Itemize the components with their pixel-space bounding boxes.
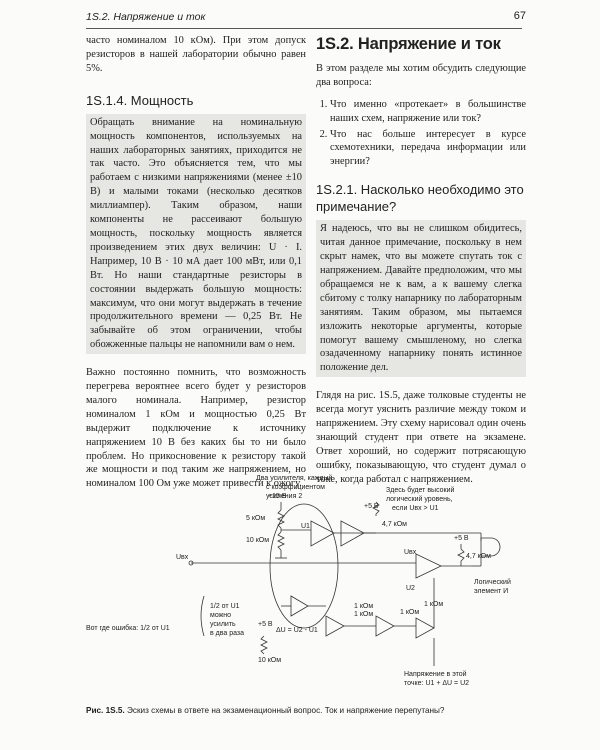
- r1k-label-a: 1 кОм: [354, 603, 373, 610]
- comparator-upper: [340, 520, 365, 547]
- and-gate: [480, 537, 501, 557]
- circuit-diagram: Два усилителя, каждый с коэффициентом ус…: [86, 466, 522, 696]
- half-label-line3: усилить: [210, 621, 236, 628]
- figure-reference-paragraph: Глядя на рис. 1S.5, даже толковые студен…: [316, 390, 526, 485]
- overheat-paragraph: Важно постоянно помнить, что возможность…: [86, 367, 306, 490]
- resistor-10k-label: 10 кОм: [246, 537, 269, 544]
- question-item: Что именно «протекает» в большинстве наш…: [330, 98, 526, 126]
- error-label: Вот где ошибка: 1/2 от U1: [86, 624, 170, 632]
- comparator-right: [415, 553, 442, 579]
- section-heading-voltage-current: 1S.2. Напряжение и ток: [316, 35, 501, 53]
- annotation-high-level-line3: если Uвх > U1: [392, 505, 439, 512]
- u1-node-label: U1: [301, 523, 310, 530]
- running-header: 1S.2. Напряжение и ток 67: [86, 10, 526, 26]
- resistor-pullup-1: [372, 501, 380, 516]
- u2-label: U2: [406, 585, 415, 592]
- resistor-47k-label-2: 4,7 кОм: [466, 553, 491, 560]
- page-number: 67: [513, 10, 526, 22]
- header-title: 1S.2. Напряжение и ток: [86, 11, 206, 23]
- logic-label-line1: Логический: [474, 578, 511, 586]
- supply-5v-label-2: +5 В: [454, 535, 469, 542]
- r1k-label-c: 1 кОм: [400, 609, 419, 616]
- caption-text: Эскиз схемы в ответе на экзаменационный …: [124, 706, 445, 715]
- r1k-label-b: 1 кОм: [354, 611, 373, 618]
- figure-caption: Рис. 1S.5. Эскиз схемы в ответе на экзам…: [86, 706, 522, 715]
- section-heading-power: 1S.1.4. Мощность: [86, 92, 194, 108]
- delta-u-label: ΔU = U2 - U1: [276, 627, 318, 634]
- voltage-point-line2: точке: U1 + ΔU = U2: [404, 680, 469, 687]
- highlight-circle: [269, 503, 339, 629]
- note-box: Я надеюсь, что вы не слишком обидитесь, …: [316, 220, 526, 378]
- annotation-high-level-line2: логический уровень,: [386, 495, 453, 503]
- resistor-5k: [277, 509, 285, 529]
- right-intro-paragraph: В этом разделе мы хотим обсудить следующ…: [316, 62, 526, 88]
- subsection-heading: 1S.2.1. Насколько необходимо это примеча…: [316, 182, 524, 215]
- left-intro-paragraph: часто номиналом 10 кОм). При этом допуск…: [86, 35, 306, 74]
- brace: [200, 595, 205, 637]
- left-column: часто номиналом 10 кОм). При этом допуск…: [86, 34, 306, 491]
- r1k-label-d: 1 кОм: [424, 601, 443, 608]
- adder-amp-3: [415, 617, 435, 639]
- resistor-pullup-2: [457, 544, 465, 566]
- question-item: Что нас больше интересует в курсе схемот…: [330, 128, 526, 170]
- amplifier-upper: [310, 520, 335, 547]
- right-column: 1S.2. Напряжение и ток В этом разделе мы…: [316, 34, 526, 487]
- annotation-amplifiers-line1: Два усилителя, каждый: [256, 474, 333, 482]
- half-label-line4: в два раза: [210, 630, 244, 637]
- logic-label-line2: элемент И: [474, 588, 508, 595]
- supply-5v-label-3: +5 В: [258, 621, 273, 628]
- annotation-amplifiers-line2: с коэффициентом: [266, 484, 325, 491]
- header-rule: [86, 28, 522, 29]
- amplifier-lower: [290, 595, 309, 617]
- uin-label-right: Uвх: [404, 549, 417, 556]
- uin-terminal: [188, 560, 194, 566]
- power-note-box: Обращать внимание на номинальную мощност…: [86, 113, 306, 355]
- adder-amp-2: [375, 615, 395, 637]
- resistor-10k: [277, 531, 285, 551]
- resistor-5k-label: 5 кОм: [246, 515, 265, 522]
- uin-label: Uвх: [176, 554, 189, 561]
- annotation-high-level-line1: Здесь будет высокий: [386, 486, 455, 494]
- annotation-amplifiers-line3: усиления 2: [266, 493, 302, 500]
- question-list: Что именно «протекает» в большинстве наш…: [316, 98, 526, 170]
- supply-15v-label: +15 В: [268, 493, 287, 500]
- adder-amp-1: [325, 615, 345, 637]
- resistor-10k-bottom: [260, 635, 268, 655]
- caption-label: Рис. 1S.5.: [86, 706, 125, 715]
- half-label-line1: 1/2 от U1: [210, 603, 240, 610]
- supply-5v-label: +5 В: [364, 503, 379, 510]
- resistor-47k-label: 4,7 кОм: [382, 521, 407, 528]
- half-label-line2: можно: [210, 612, 231, 619]
- resistor-10k-bottom-label: 10 кОм: [258, 657, 281, 664]
- voltage-point-line1: Напряжение в этой: [404, 670, 467, 678]
